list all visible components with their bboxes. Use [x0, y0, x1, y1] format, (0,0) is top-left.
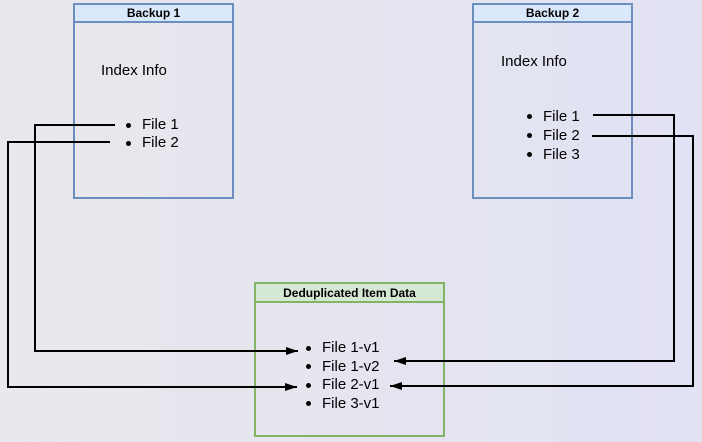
list-item: File 1 — [126, 116, 179, 134]
file-label: File 2 — [142, 134, 179, 151]
file-label: File 1 — [142, 116, 179, 133]
file-label: File 1-v1 — [322, 339, 380, 356]
backup1-file-list: File 1 File 2 — [126, 116, 179, 152]
list-item: File 2-v1 — [306, 376, 380, 395]
bullet-icon — [126, 140, 131, 146]
backup2-file-list: File 1 File 2 File 3 — [527, 107, 580, 164]
file-label: File 3 — [543, 146, 580, 163]
file-label: File 1 — [543, 108, 580, 125]
backup2-title: Backup 2 — [525, 6, 580, 20]
dedup-box: Deduplicated Item Data File 1-v1 File 1-… — [254, 282, 445, 437]
file-label: File 2 — [543, 127, 580, 144]
list-item: File 2 — [527, 126, 580, 145]
dedup-item-list: File 1-v1 File 1-v2 File 2-v1 File 3-v1 — [306, 339, 380, 414]
backup2-header: Backup 2 — [474, 5, 631, 23]
bullet-icon — [306, 401, 311, 407]
dedup-title: Deduplicated Item Data — [283, 285, 416, 300]
file-label: File 1-v2 — [322, 357, 380, 375]
backup2-box: Backup 2 Index Info File 1 File 2 File 3 — [472, 3, 633, 199]
list-item: File 2 — [126, 134, 179, 152]
list-item: File 3-v1 — [306, 394, 380, 414]
backup2-index-label: Index Info — [501, 53, 567, 70]
backup1-box: Backup 1 Index Info File 1 File 2 — [73, 3, 234, 199]
file-label: File 2-v1 — [322, 376, 380, 393]
backup1-header: Backup 1 — [75, 5, 232, 23]
list-item: File 1-v2 — [306, 357, 380, 377]
list-item: File 3 — [527, 145, 580, 164]
list-item: File 1-v1 — [306, 339, 380, 358]
dedup-header: Deduplicated Item Data — [256, 284, 443, 303]
bullet-icon — [527, 152, 532, 157]
bullet-icon — [527, 114, 532, 119]
bullet-icon — [527, 133, 532, 138]
bullet-icon — [306, 382, 311, 388]
bullet-icon — [306, 345, 311, 351]
list-item: File 1 — [527, 107, 580, 126]
bullet-icon — [126, 122, 131, 128]
bullet-icon — [306, 364, 311, 370]
file-label: File 3-v1 — [322, 394, 380, 412]
backup1-index-label: Index Info — [101, 62, 167, 79]
backup1-title: Backup 1 — [126, 6, 181, 20]
